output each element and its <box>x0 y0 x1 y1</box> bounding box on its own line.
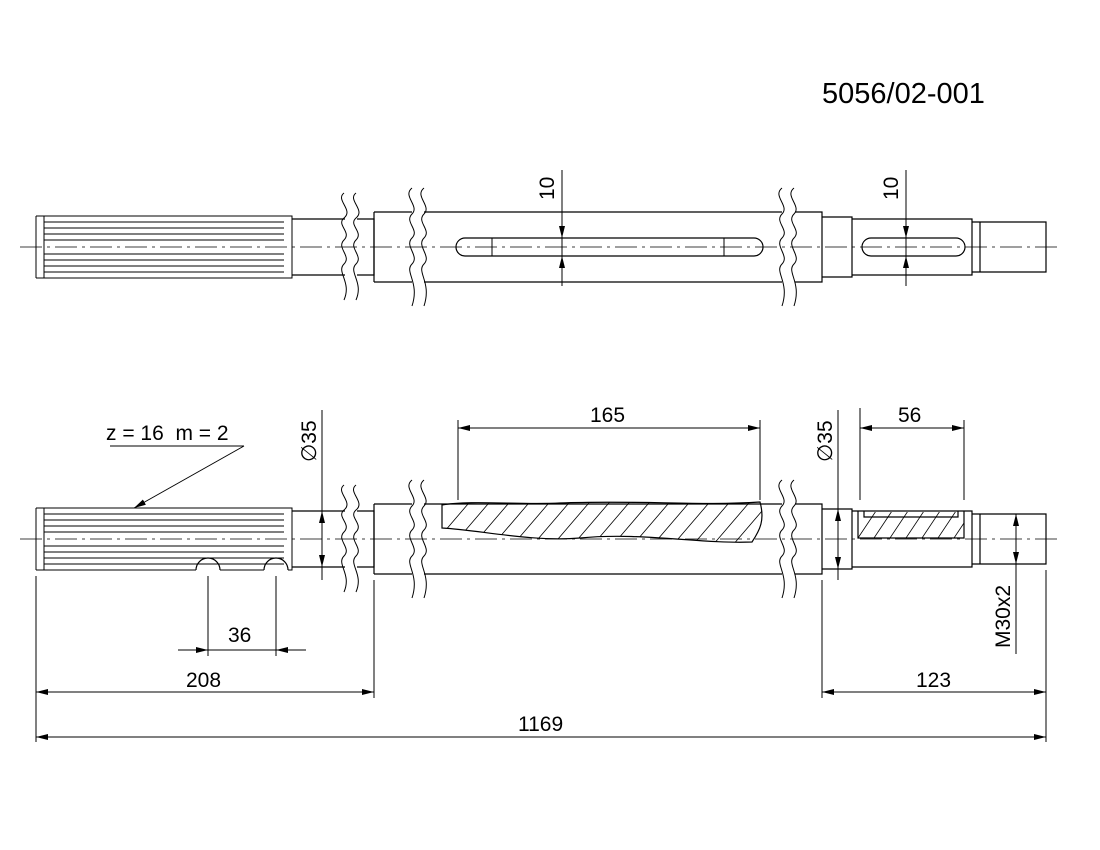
bottom-view: z = 16 m = 2 ∅35 ∅35 165 56 36 208 <box>20 404 1062 742</box>
thread-section-length-dim: 123 <box>916 669 951 692</box>
spline-teeth <box>35 215 293 279</box>
break-line <box>353 192 360 301</box>
break-line <box>790 187 797 307</box>
thread-spec-dim: M30x2 <box>992 585 1015 648</box>
groove-left <box>195 557 221 571</box>
break-line <box>778 187 785 307</box>
groove-spacing-dim: 36 <box>228 624 251 647</box>
diameter-right-dim: ∅35 <box>814 420 837 462</box>
long-keyway-length-dim: 165 <box>590 404 625 427</box>
long-keyway <box>455 237 764 257</box>
break-line <box>341 192 348 301</box>
break-line <box>408 187 415 307</box>
spline-teeth <box>35 507 293 571</box>
break-line <box>420 479 427 599</box>
spline-section-length-dim: 208 <box>186 669 221 692</box>
spline-spec-label: z = 16 m = 2 <box>106 422 229 445</box>
break-line <box>790 479 797 599</box>
long-keyway-section <box>441 501 763 543</box>
groove-right <box>263 557 289 571</box>
keyway-width-dim-long: 10 <box>536 177 559 200</box>
diameter-left-dim: ∅35 <box>298 420 321 462</box>
drawing-number: 5056/02-001 <box>822 78 985 110</box>
break-line <box>778 479 785 599</box>
hatching <box>858 512 964 538</box>
break-line <box>353 484 360 593</box>
keyway-width-dim-short: 10 <box>880 177 903 200</box>
break-line <box>408 479 415 599</box>
short-keyway-section <box>857 511 965 539</box>
break-line <box>420 187 427 307</box>
overall-length-dim: 1169 <box>518 713 563 736</box>
top-view: 10 10 <box>20 170 1062 307</box>
short-keyway <box>861 237 966 257</box>
short-keyway-length-dim: 56 <box>898 404 921 427</box>
hatching <box>442 502 763 543</box>
break-line <box>341 484 348 593</box>
